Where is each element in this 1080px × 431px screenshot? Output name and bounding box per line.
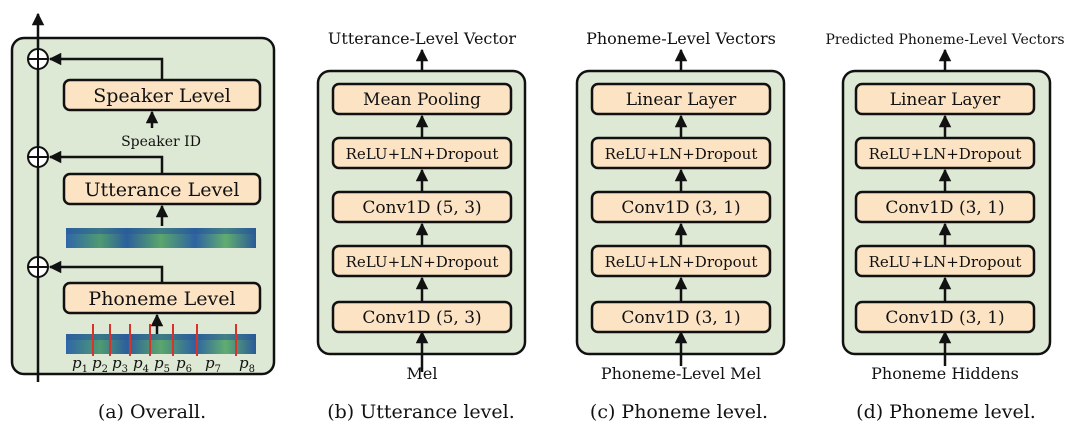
utterance-level-box <box>62 172 262 206</box>
panel-d-input-label: Phoneme Hiddens <box>871 364 1019 383</box>
panel-b-utterance: Utterance-Level Vector Mean PoolingReLU+… <box>316 29 527 423</box>
panel-d-caption: (d) Phoneme level. <box>856 401 1036 423</box>
layer-box <box>590 190 772 224</box>
utterance-level-label: Utterance Level <box>84 179 239 201</box>
layer-box <box>331 82 513 116</box>
layer-label: Linear Layer <box>890 90 1001 110</box>
phoneme-label: p7 <box>205 354 221 375</box>
layer-label: Conv1D (3, 1) <box>621 308 740 328</box>
layer-label: Conv1D (5, 3) <box>362 198 481 218</box>
layer-label: Conv1D (3, 1) <box>885 198 1004 218</box>
layer-box <box>590 82 772 116</box>
layer-box <box>331 190 513 224</box>
layer-label: Conv1D (5, 3) <box>362 308 481 328</box>
layer-box <box>331 136 513 170</box>
speaker-to-add-arrow <box>48 52 164 80</box>
mel-spectrogram-icon <box>66 228 256 248</box>
layer-box <box>854 190 1036 224</box>
panel-a-overall: Speaker Level Speaker ID Utterance Level… <box>10 12 276 423</box>
phoneme-label: p6 <box>176 354 192 375</box>
panel-c-phoneme: Phoneme-Level Vectors Linear LayerReLU+L… <box>575 29 786 423</box>
panel-c-caption: (c) Phoneme level. <box>590 401 768 423</box>
panel-d-phoneme: Predicted Phoneme-Level Vectors Linear L… <box>825 32 1064 423</box>
panel-b-input-label: Mel <box>407 364 438 383</box>
phoneme-label: p3 <box>112 354 128 375</box>
phoneme-level-box <box>62 281 262 315</box>
panel-c-input-label: Phoneme-Level Mel <box>601 364 761 383</box>
speaker-level-label: Speaker Level <box>93 85 231 107</box>
circled-plus-icon <box>27 146 49 168</box>
layer-box <box>854 244 1036 278</box>
mel-spectrogram-icon <box>66 334 256 354</box>
layer-label: Linear Layer <box>626 90 737 110</box>
phoneme-label: p2 <box>92 354 108 375</box>
layer-label: ReLU+LN+Dropout <box>869 145 1022 163</box>
phoneme-label: p8 <box>239 354 255 375</box>
layer-label: ReLU+LN+Dropout <box>346 253 499 271</box>
layer-label: ReLU+LN+Dropout <box>605 145 758 163</box>
layer-box <box>331 244 513 278</box>
layer-box <box>590 136 772 170</box>
layer-label: Mean Pooling <box>363 90 481 110</box>
panel-b-output-label: Utterance-Level Vector <box>328 29 517 48</box>
phoneme-to-add-arrow <box>48 260 164 283</box>
layer-label: ReLU+LN+Dropout <box>346 145 499 163</box>
utterance-to-add-arrow <box>48 150 164 174</box>
layer-label: ReLU+LN+Dropout <box>605 253 758 271</box>
layer-label: ReLU+LN+Dropout <box>869 253 1022 271</box>
speaker-level-box <box>62 78 262 112</box>
circled-plus-icon <box>27 256 49 278</box>
phoneme-label: p1 <box>72 354 88 375</box>
phoneme-label: p4 <box>133 354 149 375</box>
layer-box <box>854 82 1036 116</box>
layer-box <box>854 136 1036 170</box>
phoneme-level-label: Phoneme Level <box>88 288 235 310</box>
layer-label: Conv1D (3, 1) <box>621 198 740 218</box>
layer-label: Conv1D (3, 1) <box>885 308 1004 328</box>
panel-b-caption: (b) Utterance level. <box>327 401 515 423</box>
circled-plus-icon <box>27 48 49 70</box>
panel-d-output-label: Predicted Phoneme-Level Vectors <box>825 32 1064 48</box>
phoneme-label: p5 <box>154 354 170 375</box>
layer-box <box>590 244 772 278</box>
speaker-id-label: Speaker ID <box>121 134 201 150</box>
panel-c-output-label: Phoneme-Level Vectors <box>586 29 776 48</box>
phoneme-dividers <box>92 324 237 356</box>
panel-a-caption: (a) Overall. <box>98 401 206 423</box>
